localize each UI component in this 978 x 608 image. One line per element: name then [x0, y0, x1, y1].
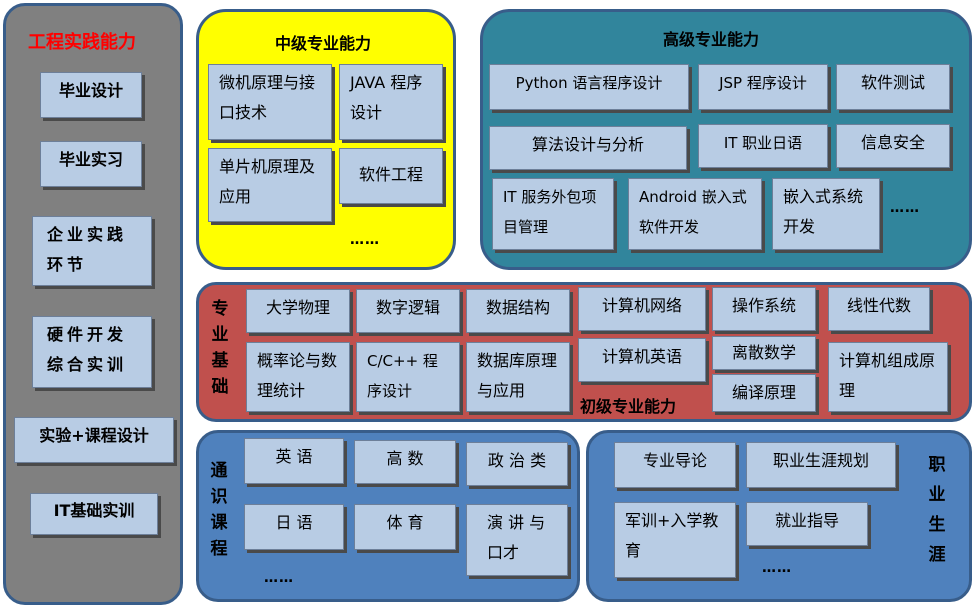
intermediate-title: 中级专业能力 — [275, 34, 372, 53]
advanced-item-android: Android 嵌入式软件开发 — [628, 178, 762, 250]
foundation-item-os: 操作系统 — [712, 287, 816, 331]
practice-item-it-basic: IT基础实训 — [30, 493, 158, 535]
advanced-item-outsourcing: IT 服务外包项目管理 — [492, 178, 614, 250]
foundation-item-physics: 大学物理 — [246, 289, 350, 333]
foundation-label: 专业基础 — [211, 299, 229, 397]
foundation-item-linear-algebra: 线性代数 — [828, 287, 930, 331]
career-item-planning: 职业生涯规划 — [746, 442, 896, 488]
advanced-title: 高级专业能力 — [663, 30, 760, 49]
foundation-item-data-structures: 数据结构 — [466, 289, 570, 333]
advanced-item-jsp: JSP 程序设计 — [698, 64, 828, 110]
general-item-japanese: 日 语 — [244, 504, 344, 550]
practice-item-lab-course: 实验+课程设计 — [14, 417, 174, 463]
advanced-item-security: 信息安全 — [836, 124, 950, 168]
foundation-item-probability: 概率论与数理统计 — [246, 342, 350, 412]
advanced-item-algorithm: 算法设计与分析 — [489, 126, 687, 170]
foundation-item-cs-english: 计算机英语 — [578, 338, 706, 382]
general-item-politics: 政 治 类 — [466, 442, 568, 486]
career-item-intro: 专业导论 — [614, 442, 736, 488]
intermediate-item-java: JAVA 程序设计 — [339, 64, 443, 140]
advanced-item-python: Python 语言程序设计 — [489, 64, 689, 110]
career-item-military: 军训+入学教育 — [614, 502, 736, 578]
intermediate-item-microcomputer: 微机原理与接口技术 — [208, 64, 332, 140]
intermediate-item-mcu: 单片机原理及应用 — [208, 148, 332, 222]
general-item-speech: 演 讲 与口才 — [466, 504, 568, 576]
general-label: 通识课程 — [210, 461, 228, 559]
foundation-item-networks: 计算机网络 — [578, 287, 706, 331]
intermediate-item-software-eng: 软件工程 — [339, 148, 443, 204]
general-item-pe: 体 育 — [354, 504, 456, 550]
practice-title: 工程实践能力 — [28, 32, 136, 53]
general-more: …… — [264, 570, 294, 586]
intermediate-more: …… — [350, 232, 380, 248]
primary-ability-label: 初级专业能力 — [580, 397, 677, 416]
career-item-employment: 就业指导 — [746, 502, 868, 546]
practice-item-internship: 毕业实习 — [40, 141, 142, 187]
foundation-item-digital-logic: 数字逻辑 — [356, 289, 460, 333]
advanced-item-embedded: 嵌入式系统开发 — [772, 178, 880, 250]
advanced-item-testing: 软件测试 — [836, 64, 950, 110]
practice-item-hardware: 硬件开发综合实训 — [32, 316, 152, 388]
foundation-item-database: 数据库原理与应用 — [466, 342, 570, 412]
general-item-math: 高 数 — [354, 440, 456, 484]
advanced-item-it-japanese: IT 职业日语 — [698, 124, 828, 168]
general-item-english: 英 语 — [244, 438, 344, 484]
foundation-item-compilers: 编译原理 — [712, 374, 816, 412]
foundation-item-c-cpp: C/C++ 程序设计 — [356, 342, 460, 412]
advanced-more: …… — [890, 200, 920, 216]
career-label: 职业生涯 — [928, 455, 946, 565]
career-more: …… — [762, 560, 792, 576]
foundation-item-organization: 计算机组成原理 — [828, 342, 948, 412]
practice-item-graduation-design: 毕业设计 — [40, 72, 142, 118]
practice-item-enterprise: 企业实践环节 — [32, 216, 152, 286]
foundation-item-discrete-math: 离散数学 — [712, 336, 816, 370]
